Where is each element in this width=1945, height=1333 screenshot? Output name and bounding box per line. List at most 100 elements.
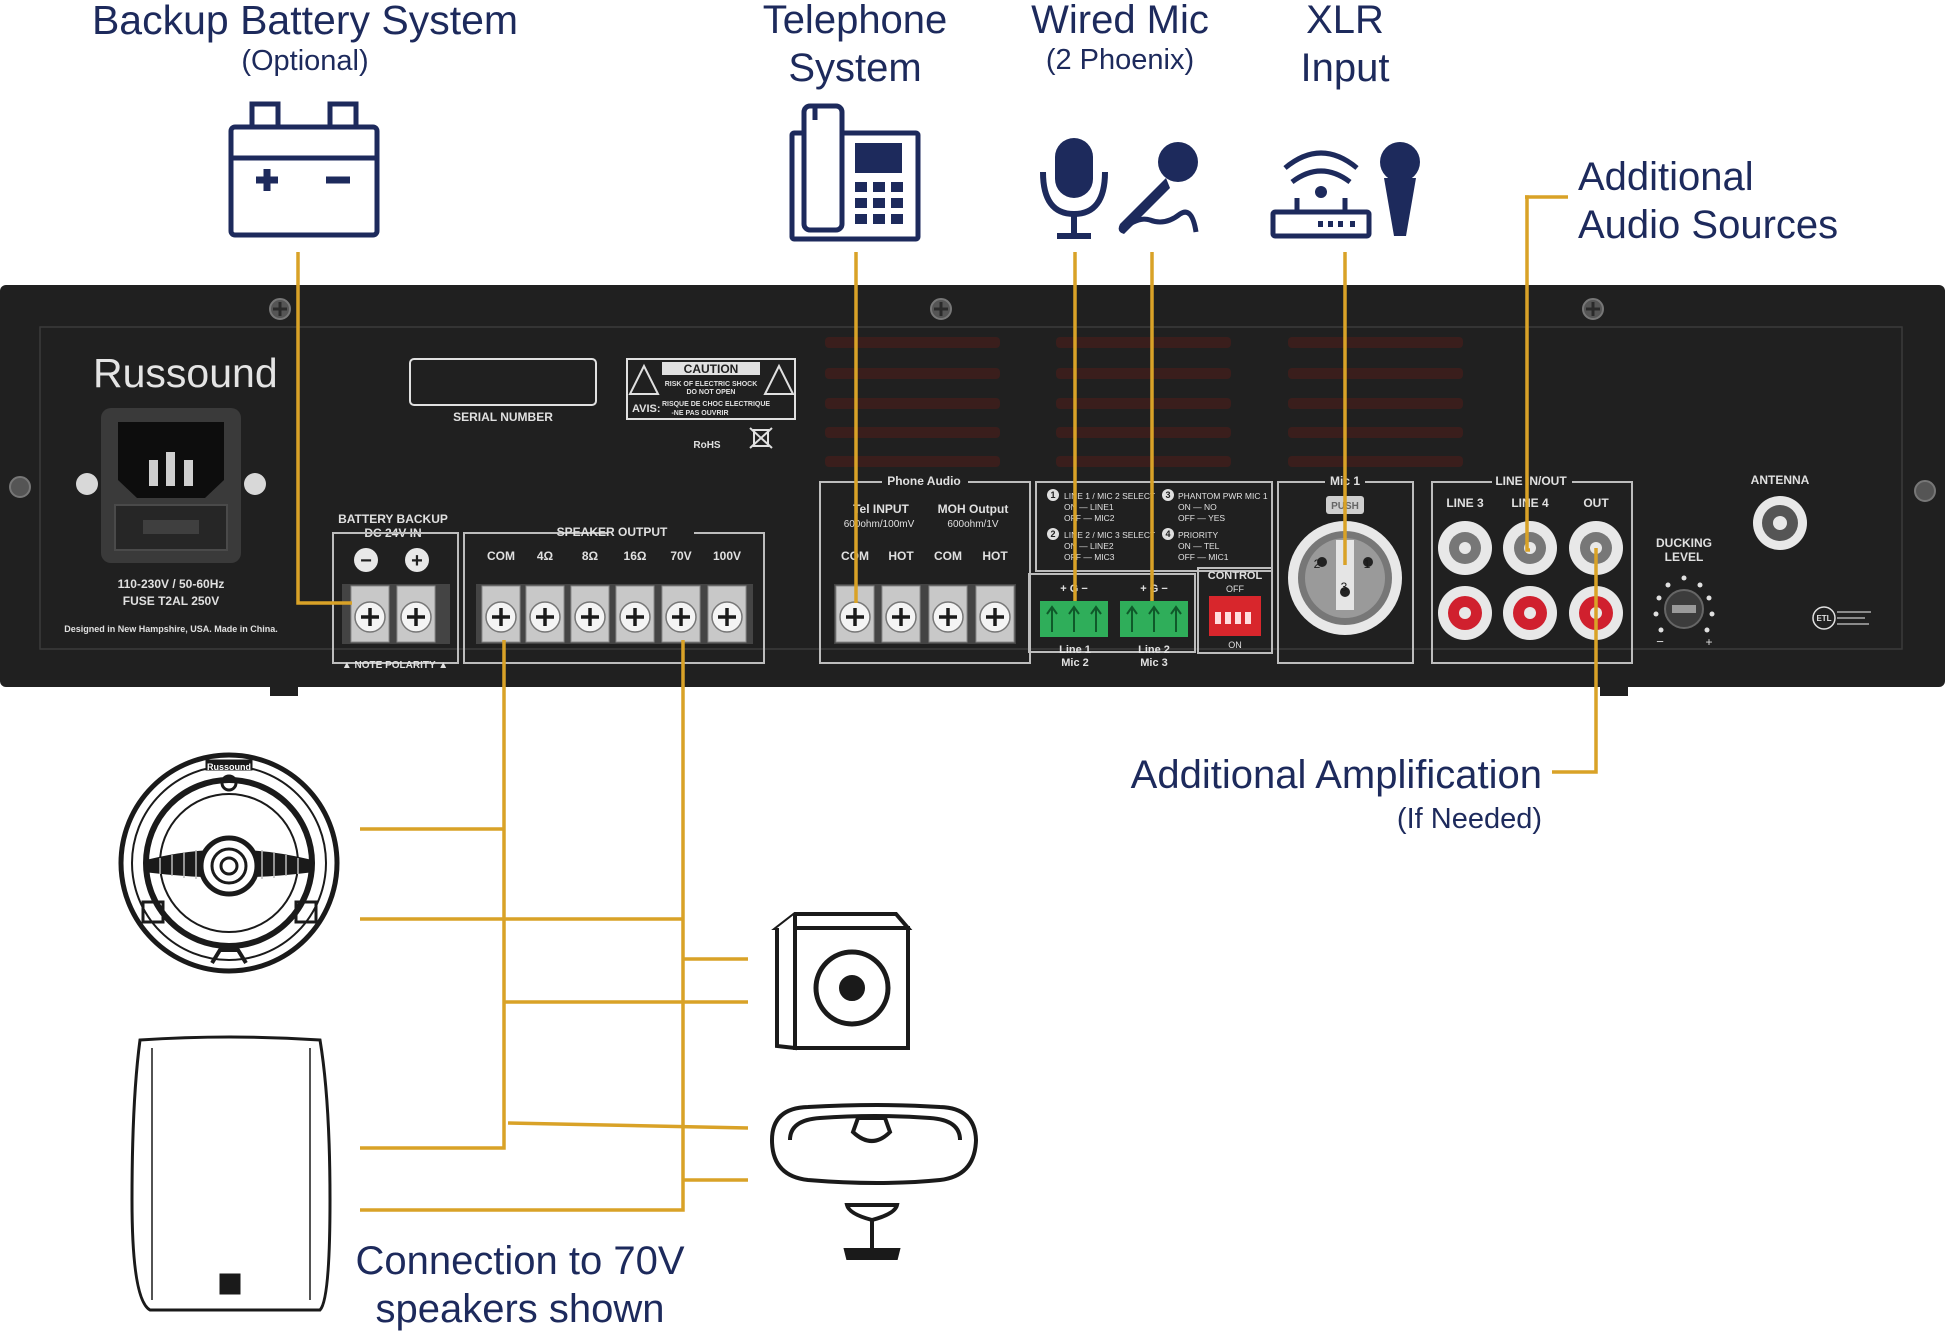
phone-screw-terminal[interactable] [975,585,1015,643]
callout-battery: Backup Battery System (Optional) [60,0,550,76]
callout-wired-mic-title: Wired Mic [1031,0,1209,42]
line3-label: LINE 3 [1446,496,1484,510]
wire-battery [296,252,352,605]
vent-slots [825,337,1463,467]
svg-text:ON — TEL: ON — TEL [1178,541,1220,551]
callout-battery-title: Backup Battery System [91,0,519,43]
terminal-label-com: COM [487,549,515,563]
svg-text:LINE 2 / MIC 3 SELECT: LINE 2 / MIC 3 SELECT [1064,530,1155,540]
brand-logo: Russound [93,350,278,396]
battery-screw-terminal[interactable] [396,585,436,643]
rca-jack[interactable] [1438,521,1623,640]
serial-number-box [409,358,597,406]
wire-70v [360,640,685,1212]
svg-text:ON — NO: ON — NO [1178,502,1217,512]
speaker-output-title: SPEAKER OUTPUT [557,525,668,539]
svg-text:LINE 1 / MIC 2 SELECT: LINE 1 / MIC 2 SELECT [1064,491,1155,501]
callout-wired-mic: Wired Mic (2 Phoenix) [1010,0,1230,75]
wire-com [360,640,506,1150]
svg-text:OFF — MIC3: OFF — MIC3 [1064,552,1115,562]
power-inlet [76,408,266,563]
etl-mark: ETL [1812,606,1871,630]
callout-wired-mic-subtitle: (2 Phoenix) [1045,44,1195,76]
speaker-screw-terminal[interactable] [661,585,701,643]
rohs-mark: RoHS [693,440,721,451]
note-polarity-label: ▲ NOTE POLARITY ▲ [342,660,448,671]
callout-telephone: Telephone System [735,0,975,88]
callout-telephone-line1: Telephone [762,0,948,42]
speaker-screw-terminal[interactable] [570,585,610,643]
ducking-label-1: DUCKING [1656,536,1712,550]
xlr-jack[interactable] [1288,496,1402,635]
moh-output-label: MOH Output [938,502,1009,516]
phone-screw-terminal[interactable] [881,585,921,643]
svg-text:ON — LINE2: ON — LINE2 [1064,541,1114,551]
svg-text:1: 1 [1050,490,1055,500]
desk-microphone-icon [1040,138,1108,239]
xlr-pin-2: 2 [1314,557,1321,571]
callout-telephone-line2: System [788,46,922,90]
wires [296,195,1598,1212]
phone-terminal-com-2: COM [934,549,962,563]
svg-text:CAUTION: CAUTION [684,362,739,376]
wireless-router-icon [1270,150,1372,239]
dip-switch[interactable] [1209,596,1261,636]
callout-additional-sources-line2: Audio Sources [1578,203,1839,247]
speaker-screw-terminal[interactable] [525,585,565,643]
speaker-screw-terminal[interactable] [481,585,521,643]
line4-label: LINE 4 [1511,496,1549,510]
svg-text:4: 4 [1165,529,1170,539]
phone-terminal-hot-1: HOT [888,549,914,563]
battery-icon [228,101,380,238]
out-label: OUT [1583,496,1609,510]
svg-text:3: 3 [1165,490,1170,500]
callout-additional-sources: Additional Audio Sources [1578,157,1938,245]
line-io-frame [1431,476,1633,664]
weee-bin-icon [749,427,773,449]
control-on-label: ON [1228,640,1242,650]
callout-speakers-note-line1: Connection to 70V [355,1239,685,1283]
speaker-screw-terminal[interactable] [707,585,747,643]
phoenix-label-mic2: Mic 2 [1061,657,1089,669]
horn-speaker [769,1103,979,1260]
svg-text:DO NOT OPEN: DO NOT OPEN [686,389,735,396]
svg-text:RISQUE DE CHOC ELECTRIQUE: RISQUE DE CHOC ELECTRIQUE [662,401,770,408]
ceiling-speaker [118,752,340,974]
phoenix-connector-line1 [1040,601,1108,637]
terminal-label-8ohm: 8Ω [582,549,599,563]
callout-speakers-note: Connection to 70V speakers shown [330,1241,710,1329]
xlr-pin-1: 1 [1364,557,1371,571]
terminal-label-16ohm: 16Ω [624,549,647,563]
ducking-level-knob[interactable] [1653,575,1715,633]
callout-amplification: Additional Amplification (If Needed) [1080,755,1542,834]
phone-audio-title: Phone Audio [887,474,961,488]
callout-xlr: XLR Input [1270,0,1420,88]
control-title: CONTROL [1208,570,1263,582]
svg-text:2: 2 [1050,529,1055,539]
svg-text:+: + [411,550,423,572]
control-off-label: OFF [1226,584,1244,594]
callout-amplification-title: Additional Amplification [1130,753,1542,797]
battery-backup-label: BATTERY BACKUP [338,512,448,526]
antenna-connector[interactable] [1753,496,1807,550]
battery-screw-terminal[interactable] [350,585,390,643]
wire-com-horn [507,1121,749,1130]
callout-battery-subtitle: (Optional) [241,45,369,77]
moh-output-spec: 600ohm/1V [947,519,998,530]
phone-screw-terminal[interactable] [928,585,968,643]
tel-input-label: Tel INPUT [853,502,909,516]
phoenix-block-frame [1028,573,1196,653]
svg-text:ON — LINE1: ON — LINE1 [1064,502,1114,512]
designed-in-text: Designed in New Hampshire, USA. Made in … [64,624,278,634]
terminal-label-100v: 100V [713,549,741,563]
svg-text:ETL: ETL [1816,614,1831,623]
phone-terminal-hot-2: HOT [982,549,1008,563]
tel-input-spec: 600ohm/100mV [844,519,915,530]
handheld-microphone-icon [1118,142,1199,234]
select-legend-box [1035,481,1273,572]
speaker-screw-terminal[interactable] [615,585,655,643]
phoenix-label-mic3: Mic 3 [1140,657,1168,669]
caution-label: CAUTION RISK OF ELECTRIC SHOCK DO NOT OP… [626,358,796,420]
